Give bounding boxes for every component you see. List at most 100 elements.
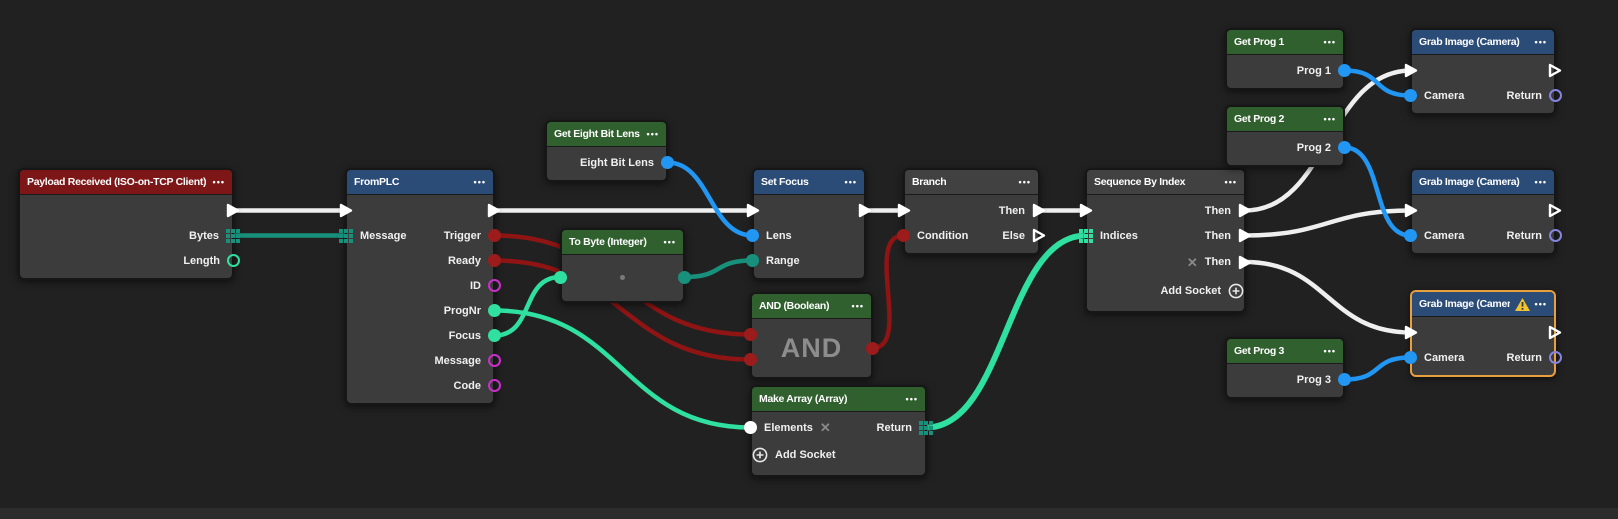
port-out-bytes[interactable] — [226, 229, 240, 243]
port-out-return[interactable] — [1549, 229, 1562, 242]
add-socket-button[interactable] — [1228, 283, 1244, 299]
port-in-exec[interactable] — [1404, 63, 1418, 78]
port-out-exec[interactable] — [1548, 325, 1562, 340]
node-header[interactable]: Make Array (Array)••• — [752, 387, 925, 412]
node-grab2[interactable]: Grab Image (Camera)•••CameraReturn — [1410, 168, 1556, 255]
node-setfocus[interactable]: Set Focus•••LensRange — [752, 168, 866, 280]
node-header[interactable]: Grab Image (Camera)••• — [1412, 30, 1554, 55]
node-menu-button[interactable]: ••• — [1019, 177, 1031, 187]
port-out-message[interactable] — [488, 354, 501, 367]
node-grab3[interactable]: Grab Image (Camera)•••CameraReturn — [1410, 290, 1556, 377]
port-out-exec[interactable] — [858, 203, 872, 218]
port-in-elements[interactable] — [744, 421, 757, 434]
add-socket-button[interactable] — [752, 447, 768, 463]
node-menu-button[interactable]: ••• — [1324, 114, 1336, 124]
port-out-else[interactable] — [1032, 228, 1046, 243]
port-out[interactable] — [1338, 373, 1351, 386]
node-branch[interactable]: Branch•••ThenConditionElse — [903, 168, 1040, 255]
node-and[interactable]: AND (Boolean)•••AND — [750, 292, 873, 379]
port-in-exec[interactable] — [746, 203, 760, 218]
node-header[interactable]: Branch••• — [905, 170, 1038, 195]
port-out-focus[interactable] — [488, 329, 501, 342]
port-in-exec[interactable] — [897, 203, 911, 218]
port-out-lens[interactable] — [661, 156, 674, 169]
port-out-length[interactable] — [227, 254, 240, 267]
node-menu-button[interactable]: ••• — [474, 177, 486, 187]
port-out-then2[interactable] — [1238, 228, 1252, 243]
node-header[interactable]: Grab Image (Camera)••• — [1412, 292, 1554, 317]
node-menu-button[interactable]: ••• — [1225, 177, 1237, 187]
port-out[interactable] — [678, 271, 691, 284]
port-out-id[interactable] — [488, 279, 501, 292]
node-fromplc[interactable]: FromPLC•••MessageTriggerReadyIDProgNrFoc… — [345, 168, 495, 405]
port-in[interactable] — [554, 271, 567, 284]
port-in-a[interactable] — [744, 328, 757, 341]
node-menu-button[interactable]: ••• — [664, 237, 676, 247]
node-menu-button[interactable]: ••• — [1535, 37, 1547, 47]
node-header[interactable]: Get Eight Bit Lens••• — [547, 122, 666, 147]
port-in-camera[interactable] — [1404, 229, 1417, 242]
node-header[interactable]: Get Prog 3••• — [1227, 339, 1343, 364]
node-menu-button[interactable]: ••• — [852, 301, 864, 311]
node-menu-button[interactable]: ••• — [1324, 346, 1336, 356]
port-out[interactable] — [1338, 141, 1351, 154]
port-out-return[interactable] — [919, 421, 933, 435]
node-makearray[interactable]: Make Array (Array)•••Elements✕ReturnAdd … — [750, 385, 927, 477]
node-header[interactable]: Set Focus••• — [754, 170, 864, 195]
node-header[interactable]: Sequence By Index••• — [1087, 170, 1244, 195]
port-out-ready[interactable] — [488, 254, 501, 267]
port-out-return[interactable] — [1549, 89, 1562, 102]
port-in-message[interactable] — [339, 229, 353, 243]
port-out-exec[interactable] — [1548, 63, 1562, 78]
node-prog2[interactable]: Get Prog 2•••Prog 2 — [1225, 105, 1345, 167]
port-out-code[interactable] — [488, 379, 501, 392]
port-out-prognr[interactable] — [488, 304, 501, 317]
port-out-return[interactable] — [1549, 351, 1562, 364]
port-out-exec[interactable] — [1548, 203, 1562, 218]
port-in-camera[interactable] — [1404, 351, 1417, 364]
node-payload[interactable]: Payload Received (ISO-on-TCP Client)•••B… — [18, 168, 234, 280]
node-prog3[interactable]: Get Prog 3•••Prog 3 — [1225, 337, 1345, 399]
port-out-trigger[interactable] — [488, 229, 501, 242]
node-menu-button[interactable]: ••• — [845, 177, 857, 187]
node-lens8[interactable]: Get Eight Bit Lens•••Eight Bit Lens — [545, 120, 668, 182]
node-menu-button[interactable]: ••• — [647, 129, 659, 139]
port-in-range[interactable] — [746, 254, 759, 267]
horizontal-scrollbar[interactable] — [0, 508, 1618, 519]
node-menu-button[interactable]: ••• — [1535, 177, 1547, 187]
port-in-b[interactable] — [744, 353, 757, 366]
node-sequence[interactable]: Sequence By Index•••ThenIndicesThen✕Then… — [1085, 168, 1246, 313]
node-header[interactable]: Get Prog 2••• — [1227, 107, 1343, 132]
node-menu-button[interactable]: ••• — [1324, 37, 1336, 47]
port-in-exec[interactable] — [1404, 325, 1418, 340]
remove-socket-button[interactable]: ✕ — [1187, 256, 1198, 269]
port-in-exec[interactable] — [1079, 203, 1093, 218]
port-out-then3[interactable] — [1238, 255, 1252, 270]
node-header[interactable]: To Byte (Integer)••• — [562, 230, 683, 255]
node-menu-button[interactable]: ••• — [906, 394, 918, 404]
port-out-then1[interactable] — [1238, 203, 1252, 218]
port-in-indices[interactable] — [1079, 229, 1093, 243]
port-in-exec[interactable] — [339, 203, 353, 218]
port-in-exec[interactable] — [1404, 203, 1418, 218]
port-in-condition[interactable] — [897, 229, 910, 242]
node-menu-button[interactable]: ••• — [1535, 299, 1547, 309]
remove-socket-button[interactable]: ✕ — [820, 421, 831, 434]
port-out[interactable] — [866, 342, 879, 355]
port-out[interactable] — [1338, 64, 1351, 77]
node-header[interactable]: Get Prog 1••• — [1227, 30, 1343, 55]
node-tobyte[interactable]: To Byte (Integer)••• — [560, 228, 685, 303]
node-grab1[interactable]: Grab Image (Camera)•••CameraReturn — [1410, 28, 1556, 115]
port-out-exec[interactable] — [487, 203, 501, 218]
node-menu-button[interactable]: ••• — [213, 177, 225, 187]
port-in-lens[interactable] — [746, 229, 759, 242]
port-out-then[interactable] — [1032, 203, 1046, 218]
node-header[interactable]: Payload Received (ISO-on-TCP Client)••• — [20, 170, 232, 195]
port-out-exec[interactable] — [226, 203, 240, 218]
node-prog1[interactable]: Get Prog 1•••Prog 1 — [1225, 28, 1345, 90]
node-header[interactable]: Grab Image (Camera)••• — [1412, 170, 1554, 195]
port-in-camera[interactable] — [1404, 89, 1417, 102]
node-header[interactable]: FromPLC••• — [347, 170, 493, 195]
node-header[interactable]: AND (Boolean)••• — [752, 294, 871, 319]
